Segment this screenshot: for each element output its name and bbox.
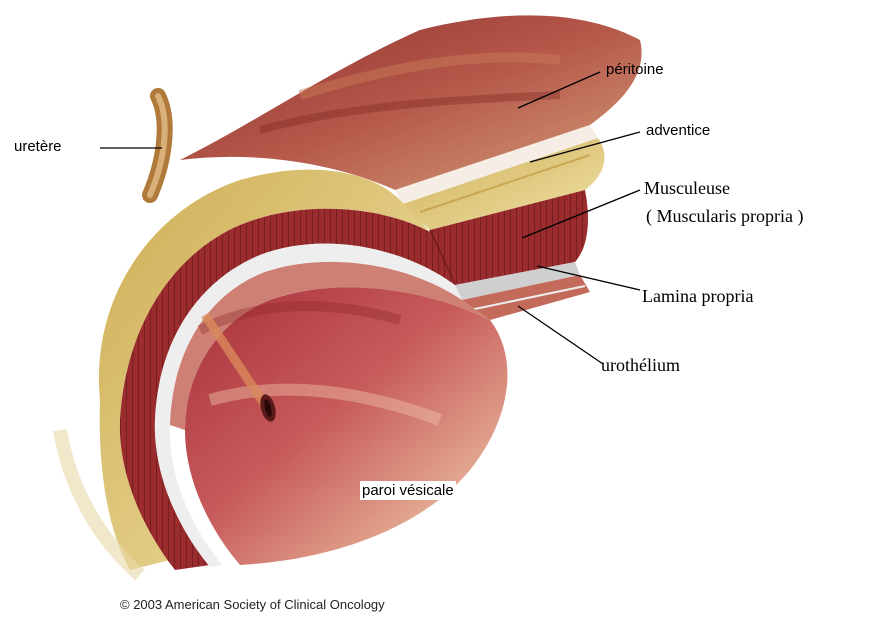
label-lamina-propria: Lamina propria — [642, 286, 753, 307]
leader-urothelium — [518, 306, 603, 364]
bladder-lumen — [185, 287, 507, 565]
label-muscularis-latin: ( Muscularis propria ) — [646, 206, 803, 227]
label-muscularis: Musculeuse — [644, 178, 730, 199]
label-urothelium: urothélium — [601, 355, 680, 376]
label-bladder-wall: paroi vésicale — [360, 481, 456, 500]
copyright-notice: © 2003 American Society of Clinical Onco… — [120, 597, 385, 612]
label-adventitia: adventice — [646, 122, 710, 139]
label-ureter: uretère — [14, 138, 62, 155]
label-peritoneum: péritoine — [606, 61, 664, 78]
